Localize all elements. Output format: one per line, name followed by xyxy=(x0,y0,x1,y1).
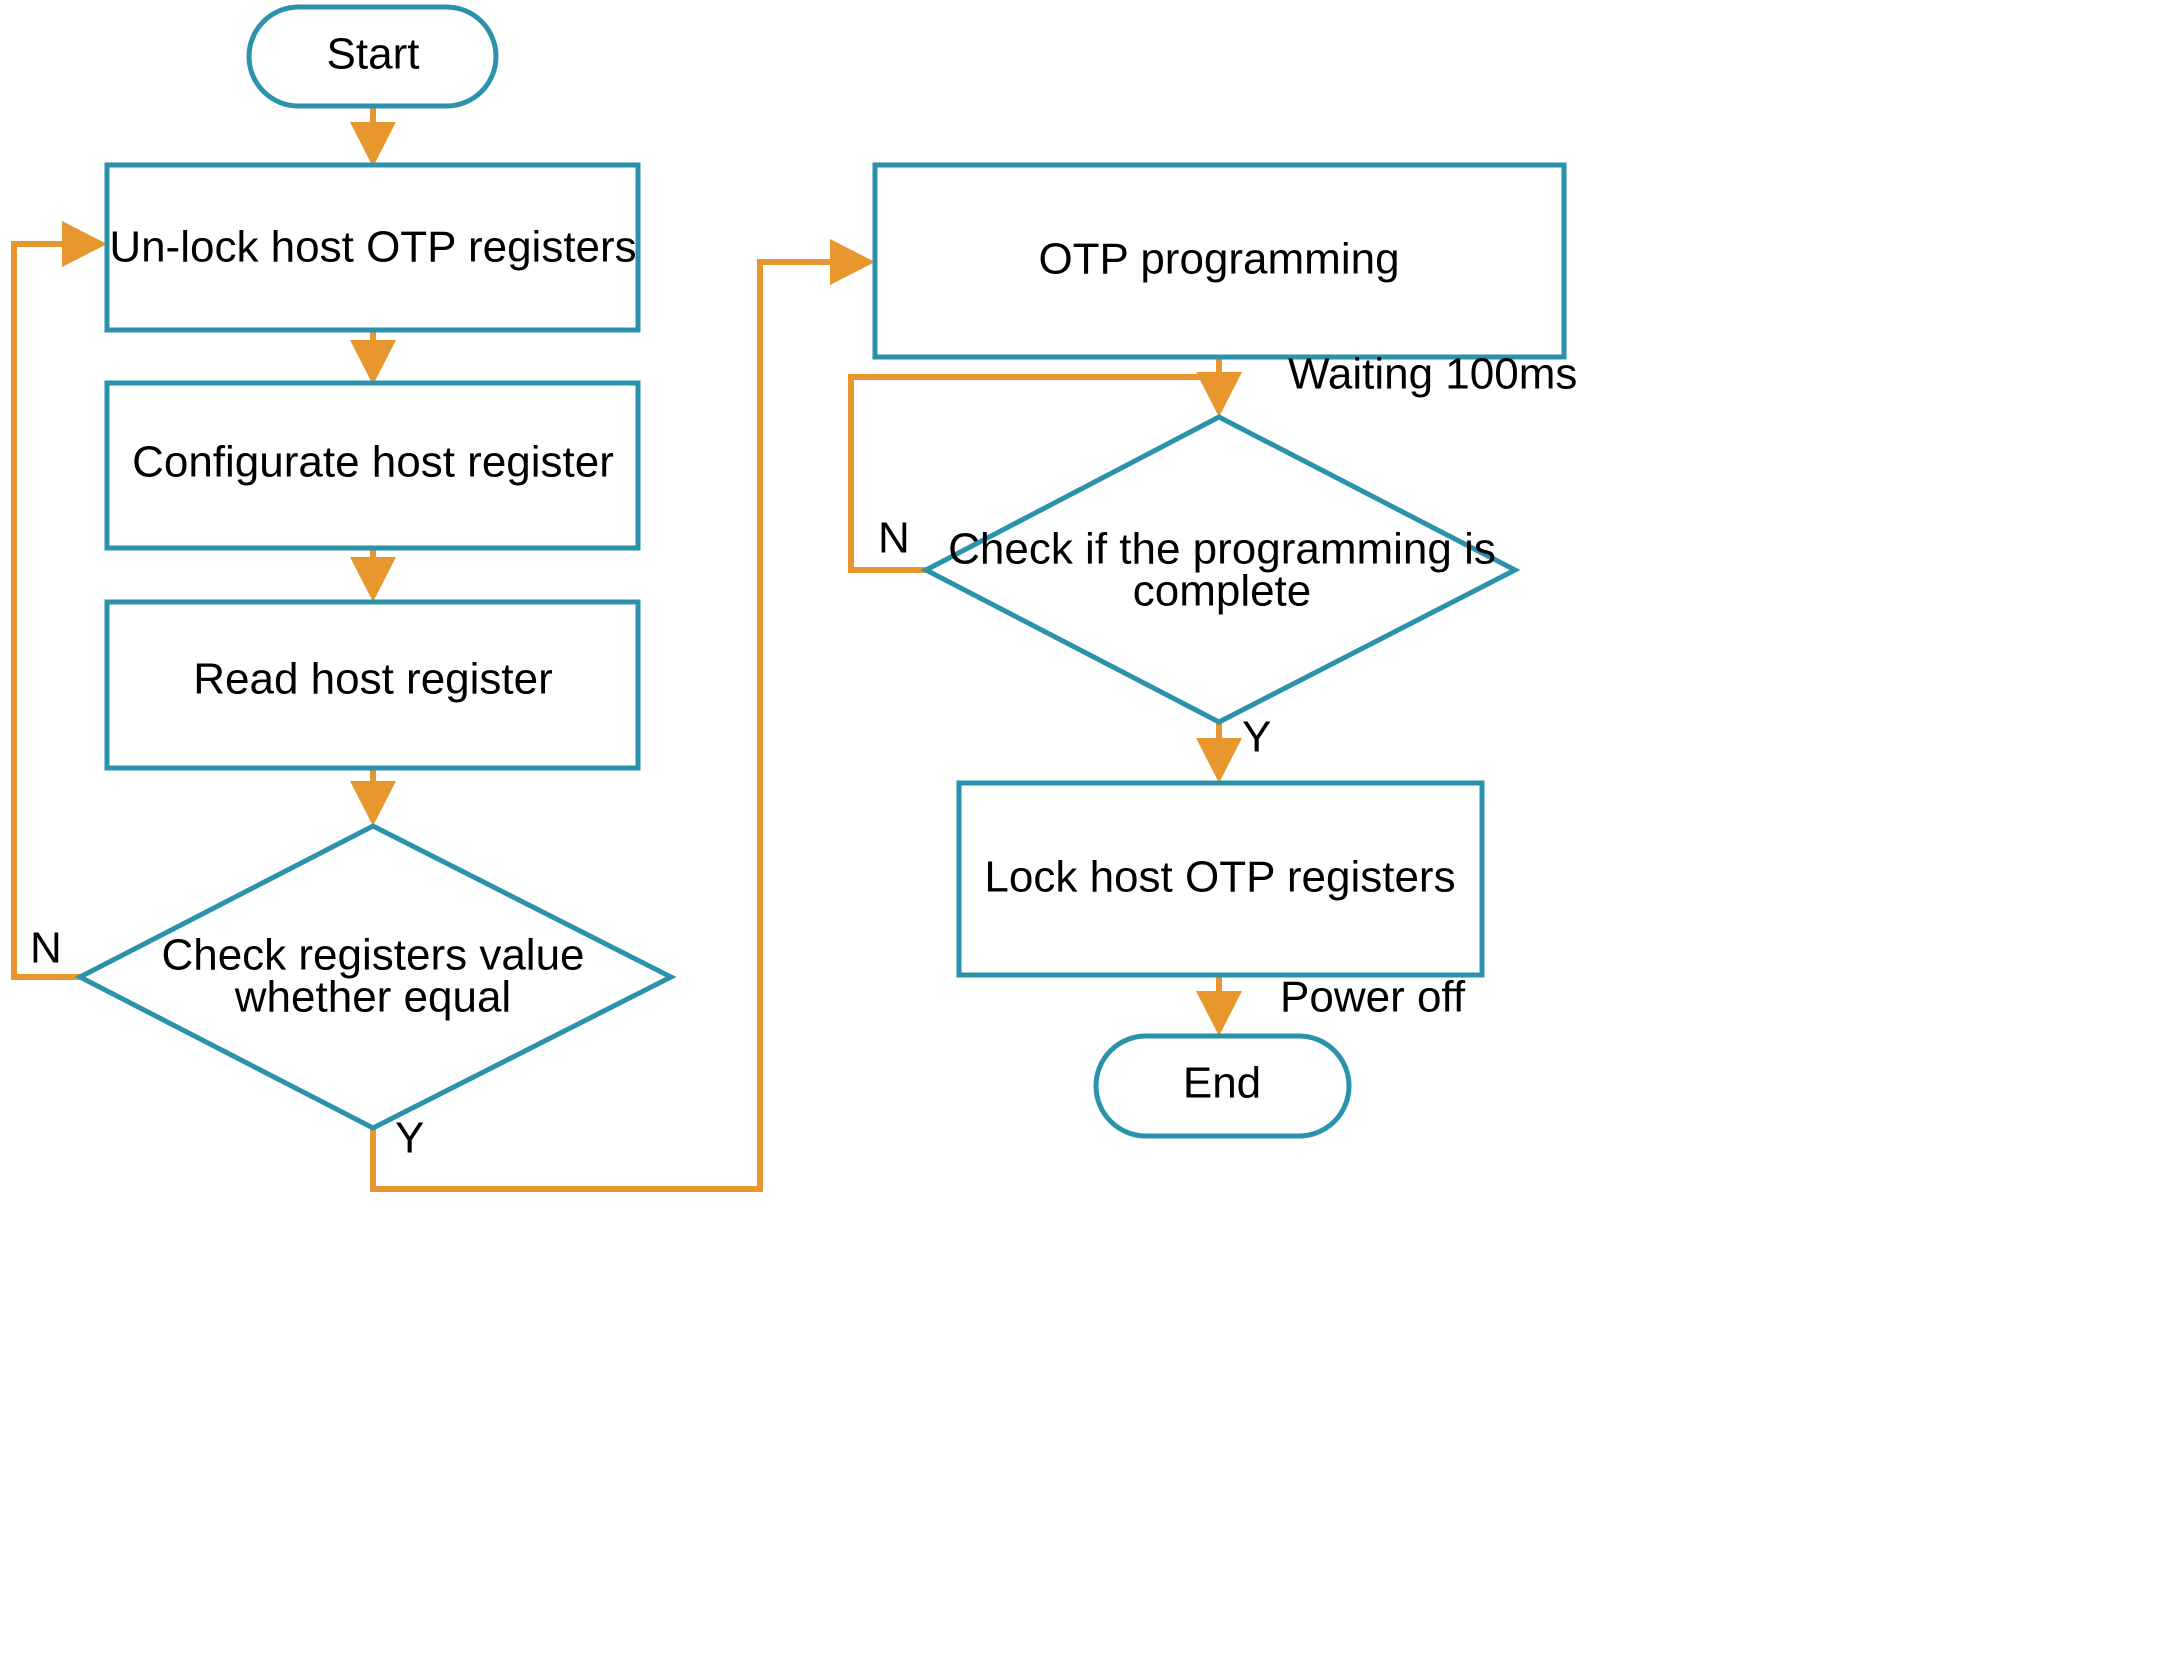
node-check-registers-value[interactable]: Check registers value whether equal xyxy=(74,823,677,1131)
edge-label-check-equal-no: N xyxy=(30,924,62,973)
edge-label-check-complete-yes: Y xyxy=(1242,713,1271,762)
edge-label-check-equal-yes: Y xyxy=(395,1114,424,1163)
configure-label: Configurate host register xyxy=(132,438,614,487)
start-label: Start xyxy=(327,30,420,79)
lock-shape xyxy=(956,780,1485,978)
node-end[interactable]: End xyxy=(1093,1033,1352,1139)
otp-programming-shape xyxy=(872,162,1567,360)
edge-configure-to-read xyxy=(350,547,396,602)
edge-otp-to-check-complete xyxy=(1196,357,1242,417)
end-label: End xyxy=(1183,1059,1261,1108)
check-equal-shape xyxy=(74,823,677,1131)
read-label: Read host register xyxy=(193,655,553,704)
otp-programming-label: OTP programming xyxy=(1038,235,1399,284)
unlock-label: Un-lock host OTP registers xyxy=(109,223,636,272)
configure-shape xyxy=(104,380,641,551)
node-check-programming-complete[interactable]: Check if the programming is complete xyxy=(920,414,1521,725)
check-complete-label-line1: Check if the programming is xyxy=(948,525,1496,574)
check-equal-label-line1: Check registers value xyxy=(161,931,584,980)
node-read-host-register[interactable]: Read host register xyxy=(104,599,641,771)
node-unlock-host-otp-registers[interactable]: Un-lock host OTP registers xyxy=(104,162,641,333)
edge-lock-to-end xyxy=(1196,975,1242,1036)
unlock-shape xyxy=(104,162,641,333)
edge-check-equal-yes-to-otp xyxy=(370,239,875,1192)
node-lock-host-otp-registers[interactable]: Lock host OTP registers xyxy=(956,780,1485,978)
edge-label-check-complete-no: N xyxy=(878,514,910,563)
node-otp-programming[interactable]: OTP programming xyxy=(872,162,1567,360)
read-shape xyxy=(104,599,641,771)
edge-unlock-to-configure xyxy=(350,330,396,385)
check-complete-label-line2: complete xyxy=(1133,567,1312,616)
start-shape xyxy=(246,4,499,109)
end-shape xyxy=(1093,1033,1352,1139)
node-start[interactable]: Start xyxy=(246,4,499,109)
lock-label: Lock host OTP registers xyxy=(984,853,1455,902)
edge-label-waiting-100ms: Waiting 100ms xyxy=(1288,350,1577,399)
check-complete-shape xyxy=(920,414,1521,725)
edge-check-complete-no-loop xyxy=(848,374,1219,573)
edge-label-power-off: Power off xyxy=(1280,973,1466,1022)
edge-check-equal-no-to-unlock xyxy=(11,221,107,980)
node-configurate-host-register[interactable]: Configurate host register xyxy=(104,380,641,551)
check-equal-label-line2: whether equal xyxy=(234,973,511,1022)
edge-start-to-unlock xyxy=(350,104,396,167)
edge-check-complete-yes-to-lock xyxy=(1196,722,1242,783)
edge-read-to-check-equal xyxy=(350,768,396,826)
